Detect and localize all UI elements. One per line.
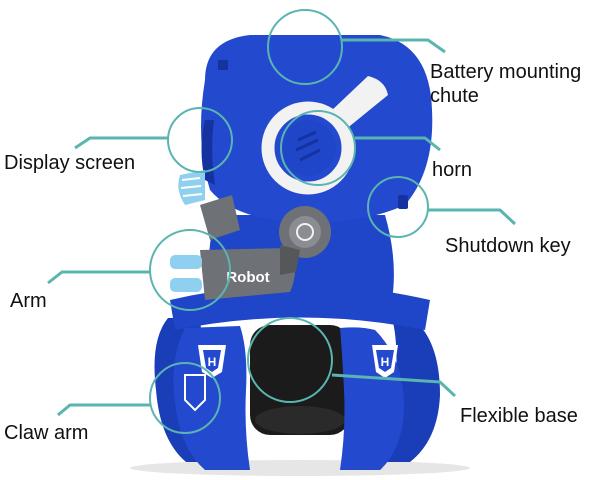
callout-circle-base (247, 317, 333, 403)
leader-display (74, 136, 168, 150)
ground-shadow (130, 460, 470, 476)
leader-base (331, 373, 457, 398)
horn-ring (261, 76, 388, 195)
foot-letter-right: H (381, 355, 390, 369)
leader-claw (57, 403, 150, 417)
label-claw-arm: Claw arm (4, 422, 89, 444)
callout-circle-horn (280, 110, 356, 186)
callout-circle-claw (149, 362, 221, 434)
label-flexible-base: Flexible base (460, 405, 578, 427)
label-shutdown-key: Shutdown key (445, 235, 571, 257)
label-horn: horn (432, 159, 473, 181)
label-arm: Arm (10, 290, 47, 312)
label-battery-line1: Battery mounting (430, 61, 582, 83)
leader-battery (342, 38, 446, 54)
shutdown-key (398, 195, 408, 209)
robot-arm: Robot (170, 245, 300, 300)
arm-brand-text: Robot (226, 269, 269, 286)
leader-horn (355, 136, 441, 152)
front-leg-right: H (340, 327, 405, 470)
label-display-screen: Display screen (4, 152, 136, 174)
leader-arm (47, 270, 150, 285)
callout-circle-display (167, 107, 233, 173)
display-led (178, 170, 205, 205)
foot-letter-left: H (208, 355, 217, 369)
callout-circle-battery (267, 9, 343, 85)
callout-circles (149, 9, 429, 434)
leader-shutdown (428, 208, 517, 226)
shutdown-knob (279, 206, 331, 258)
callout-circle-arm (149, 229, 231, 311)
label-battery-line2: chute (430, 85, 479, 107)
callout-leaders (47, 38, 517, 417)
callout-circle-shutdown (367, 176, 429, 238)
flexible-base-core (250, 325, 350, 435)
upper-arm-left (200, 195, 240, 240)
label-battery-mounting-chute: Battery mounting chute (430, 60, 595, 108)
